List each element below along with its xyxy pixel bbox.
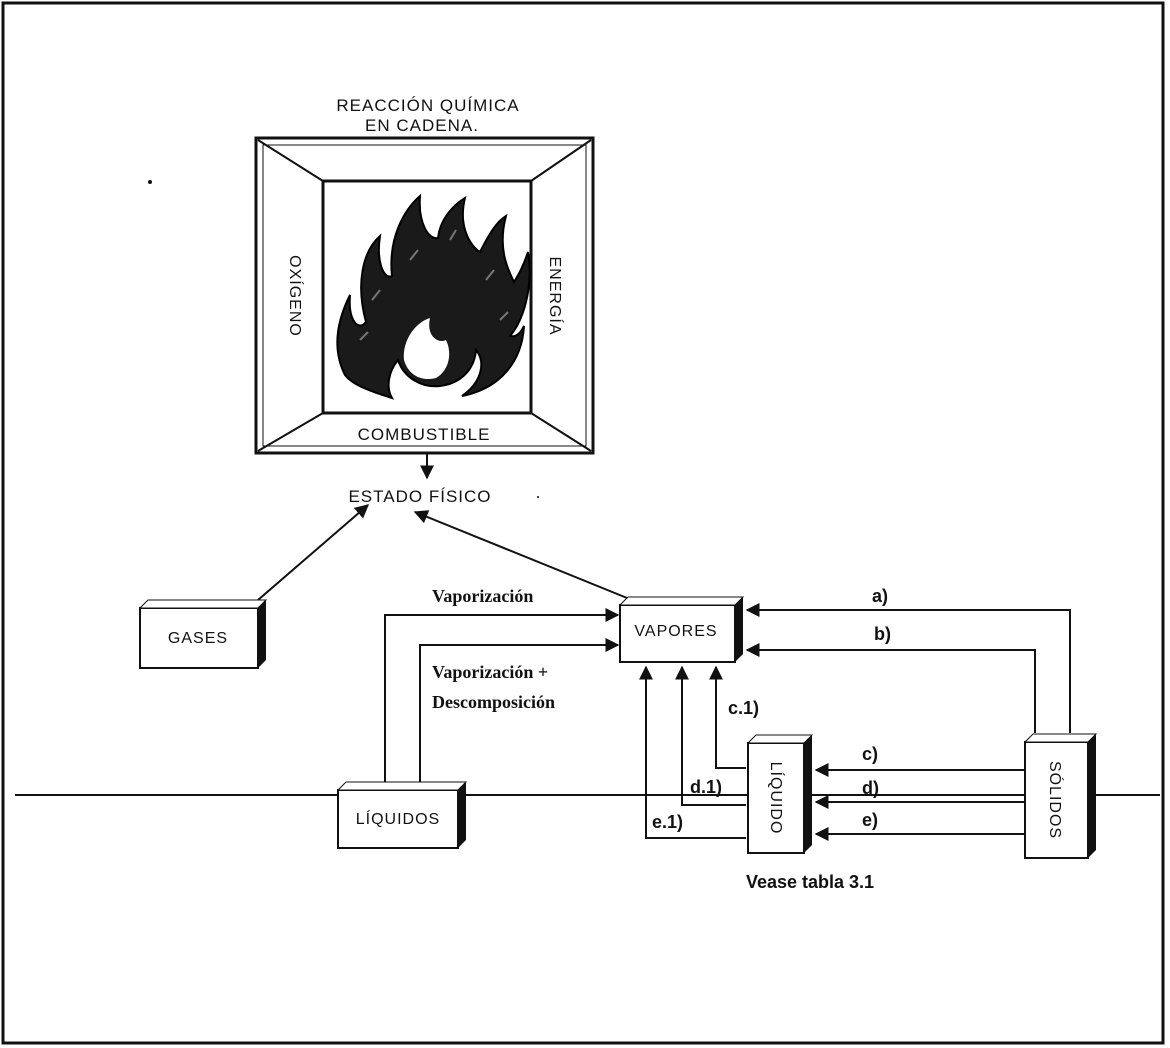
gases-box: GASES — [138, 599, 268, 669]
footer-note: Vease tabla 3.1 — [746, 872, 874, 892]
label-d1: d.1) — [690, 777, 722, 797]
vaporizacion-desc-line1: Vaporización + — [432, 662, 548, 682]
solidos-label: SÓLIDOS — [1046, 761, 1065, 839]
triangle-bottom-label: COMBUSTIBLE — [358, 425, 491, 444]
scan-speck — [537, 496, 539, 498]
arrow-a — [745, 603, 1071, 733]
triangle-right-label: ENERGÍA — [546, 256, 565, 335]
arrow-liquidos-descomposicion — [419, 638, 620, 782]
triangle-top-line1: REACCIÓN QUÍMICA — [336, 96, 519, 115]
triangle-top-line2: EN CADENA. — [365, 116, 479, 135]
liquidos-box: LÍQUIDOS — [336, 781, 468, 849]
liquido-box: LÍQUIDO — [746, 734, 814, 854]
vaporizacion-desc-line2: Descomposición — [432, 692, 555, 712]
arrow-b — [745, 643, 1036, 733]
flame-icon — [336, 193, 531, 400]
vapores-box: VAPORES — [618, 596, 745, 663]
fire-triangle-frame — [254, 136, 595, 455]
arrow-e1 — [639, 665, 746, 839]
label-e: e) — [862, 810, 878, 830]
scan-speck — [148, 180, 152, 184]
label-a: a) — [872, 586, 888, 606]
vapores-label: VAPORES — [634, 623, 717, 640]
liquido-label: LÍQUIDO — [767, 762, 786, 835]
arrow-liquidos-vaporizacion — [384, 608, 620, 782]
arrow-c1 — [709, 665, 746, 769]
arrow-vapores-to-estado — [413, 510, 633, 601]
label-d: d) — [862, 778, 879, 798]
label-e1: e.1) — [652, 812, 683, 832]
liquidos-label: LÍQUIDOS — [356, 809, 440, 828]
vaporizacion-label: Vaporización — [432, 586, 533, 606]
label-c1: c.1) — [728, 698, 759, 718]
gases-label: GASES — [168, 630, 228, 647]
arrow-d1 — [675, 665, 746, 806]
triangle-left-label: OXÍGENO — [286, 255, 305, 337]
label-c: c) — [862, 744, 878, 764]
estado-fisico-label: ESTADO FÍSICO — [348, 487, 491, 506]
arrow-gases-to-estado — [257, 504, 370, 601]
label-b: b) — [874, 624, 891, 644]
solidos-box: SÓLIDOS — [1023, 733, 1098, 859]
